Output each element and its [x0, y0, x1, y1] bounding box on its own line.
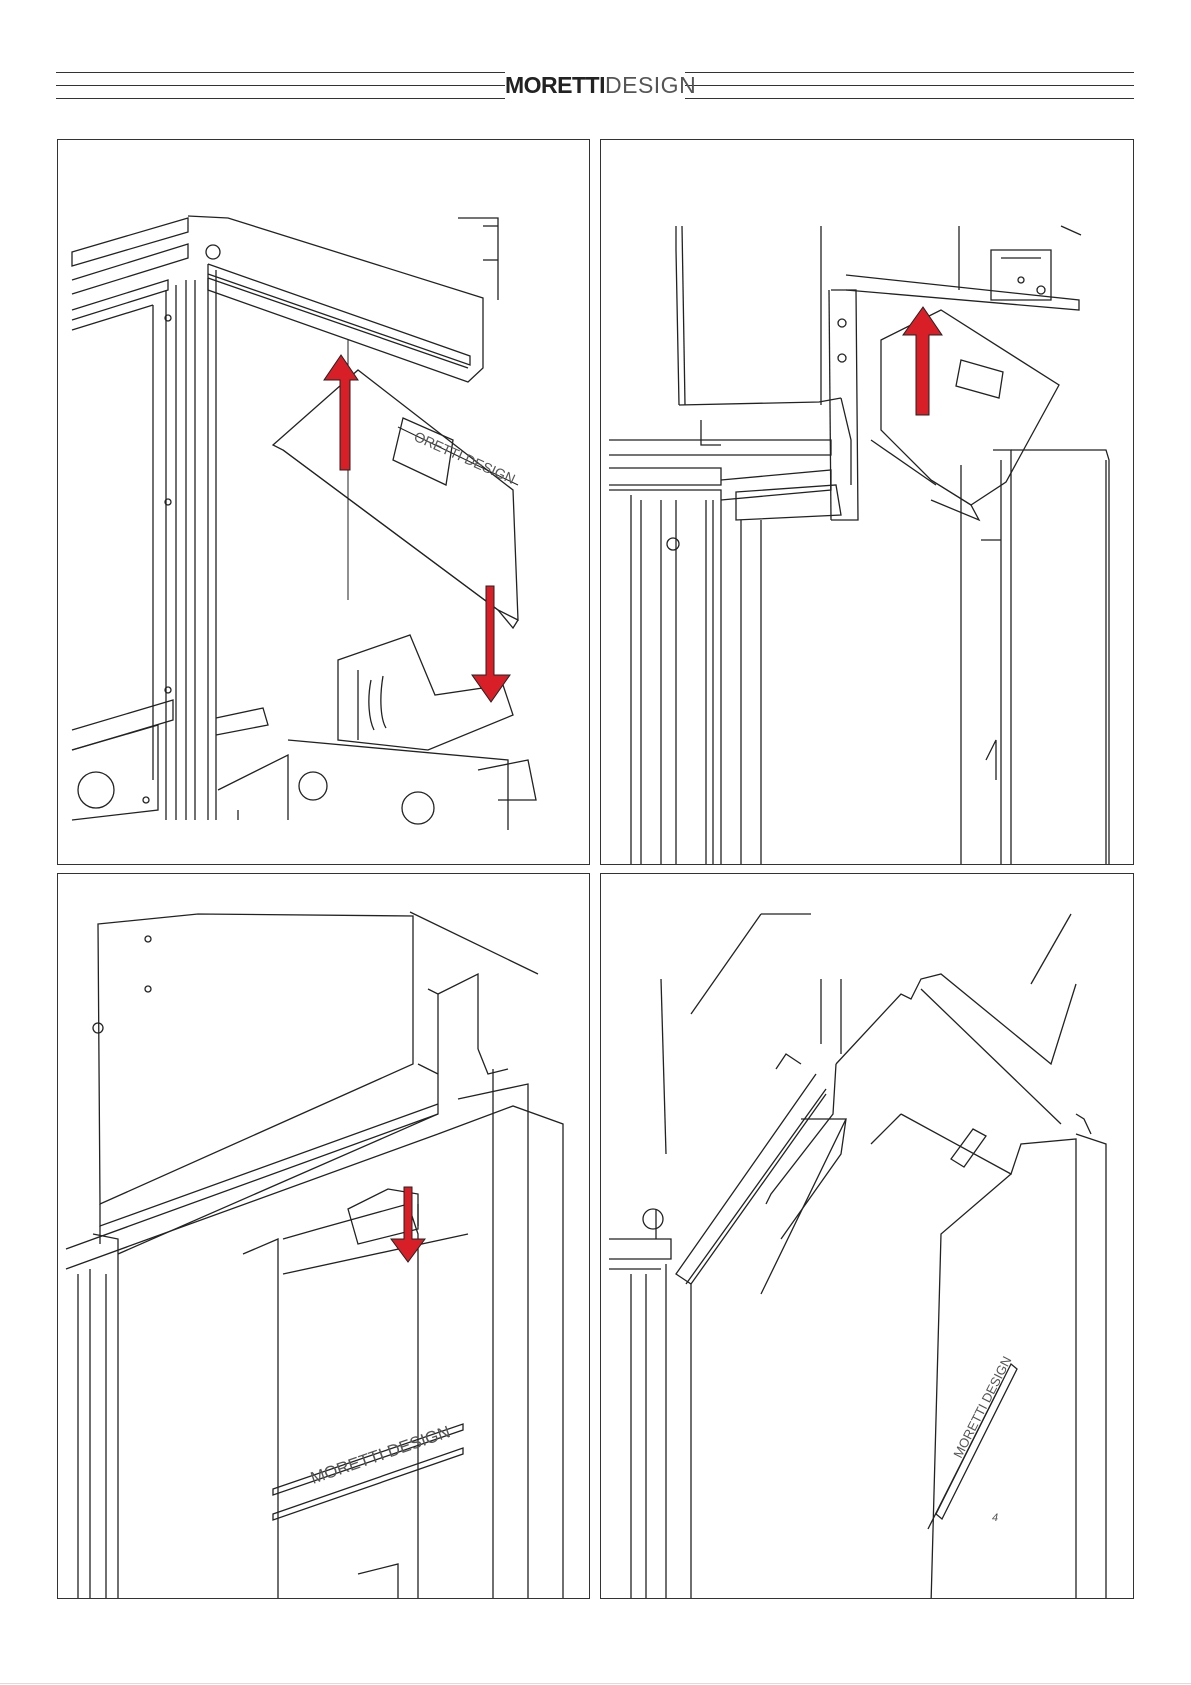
figure-2-arrows [601, 140, 1134, 865]
arrow-up-icon [903, 307, 942, 415]
figure-1-arrows [58, 140, 590, 865]
figure-4-embossed-text: MORETTI DESIGN [950, 1354, 1014, 1461]
brand-logo-bold: MORETTI [505, 72, 605, 98]
brand-logo-light: DESIGN [605, 72, 696, 98]
figure-3-arrows [58, 874, 590, 1599]
figure-4-drawing: MORETTI DESIGN [601, 874, 1134, 1599]
figure-panel-1: ORETTI DESIGN [57, 139, 590, 865]
page-bottom-edge [0, 1683, 1191, 1684]
figure-panel-3: MORETTI DESIGN [57, 873, 590, 1599]
arrow-up-icon [324, 355, 358, 470]
figure-panel-2 [600, 139, 1134, 865]
arrow-down-icon [472, 586, 510, 702]
brand-logo: MORETTIDESIGN [505, 70, 685, 100]
figure-4-small-text: 4 [992, 1512, 998, 1524]
arrow-down-icon [391, 1187, 425, 1262]
figure-panel-4: MORETTI DESIGN 4 [600, 873, 1134, 1599]
